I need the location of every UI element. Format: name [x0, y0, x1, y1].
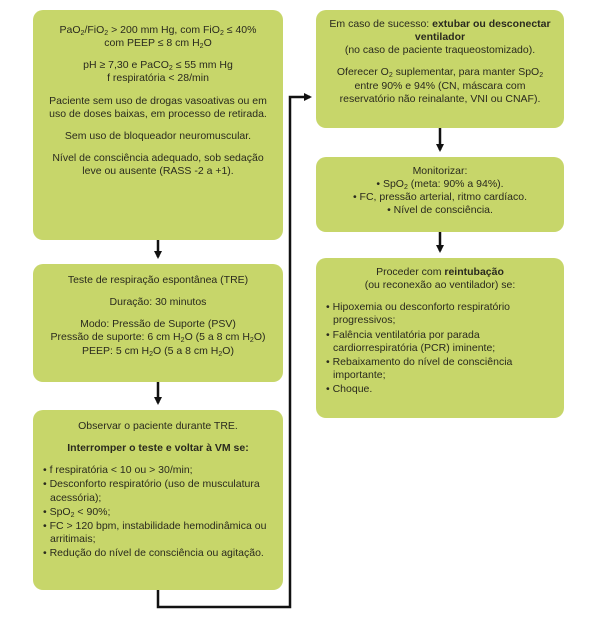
criteria-line: pH ≥ 7,30 e PaCO2 ≤ 55 mm Hg [83, 59, 233, 73]
subscript: 2 [403, 184, 408, 192]
interrupt-bold: Interromper o teste e voltar à VM se: [67, 442, 249, 455]
subscript: 2 [168, 65, 173, 73]
list-item: • Rebaixamento do nível de consciência i… [326, 355, 513, 381]
monitor-box: Monitorizar: • SpO2 (meta: 90% a 94%). •… [316, 157, 564, 232]
criteria-line: f respiratória < 28/min [107, 72, 209, 85]
list-item: • SpO2 (meta: 90% a 94%). [376, 178, 504, 192]
reintubation-heading: Proceder com reintubação (ou reconexão a… [326, 266, 554, 292]
subscript: 2 [180, 337, 185, 345]
vasoactive-text: Paciente sem uso de drogas vasoativas ou… [49, 94, 267, 120]
list-item: • Hipoxemia ou desconforto respiratório … [326, 301, 511, 327]
extubate-action: extubar ou desconectar ventilador [414, 18, 551, 44]
success-note: (no caso de paciente traqueostomizado). [344, 44, 536, 57]
interrupt-list: • f respiratória < 10 ou > 30/min; • Des… [43, 464, 273, 560]
reintubation-list: • Hipoxemia ou desconforto respiratório … [326, 301, 554, 396]
tre-peep: PEEP: 5 cm H2O (5 a 8 cm H2O) [82, 344, 234, 358]
success-box: Em caso de sucesso: extubar ou desconect… [316, 10, 564, 128]
subscript: 2 [70, 511, 75, 519]
monitor-title: Monitorizar: [412, 165, 468, 177]
gas-criteria-block: PaO2/FiO2 > 200 mm Hg, com FiO2 ≤ 40% co… [43, 24, 273, 50]
subscript: 2 [149, 350, 154, 358]
tre-settings: Modo: Pressão de Suporte (PSV) Pressão d… [43, 318, 273, 357]
tre-duration: Duração: 30 minutos [109, 296, 207, 309]
success-prefix: Em caso de sucesso: [329, 18, 433, 30]
list-item: • Redução do nível de consciência ou agi… [43, 547, 264, 559]
subscript: 2 [388, 72, 393, 80]
subscript: 2 [249, 337, 254, 345]
subscript: 2 [104, 30, 109, 37]
reintubation-action: reintubação [444, 266, 504, 278]
list-item: • Choque. [326, 383, 373, 395]
list-item: • Nível de consciência. [387, 204, 493, 217]
list-item: • Desconforto respiratório (uso de muscu… [43, 478, 260, 504]
interrupt-heading: Interromper o teste e voltar à VM se: [43, 442, 273, 455]
success-text: Em caso de sucesso: extubar ou desconect… [326, 18, 554, 57]
tre-support-pressure: Pressão de suporte: 6 cm H2O (5 a 8 cm H… [50, 331, 266, 345]
list-item: • f respiratória < 10 ou > 30/min; [43, 464, 193, 477]
subscript: 2 [80, 30, 85, 37]
subscript: 2 [218, 350, 223, 358]
reintubation-prefix: Proceder com [376, 266, 445, 278]
tre-title: Teste de respiração espontânea (TRE) [67, 274, 249, 286]
criteria-line: PaO2/FiO2 > 200 mm Hg, com FiO2 ≤ 40% [59, 24, 257, 37]
oxygen-text: Oferecer O2 suplementar, para manter SpO… [336, 66, 544, 105]
reintubation-box: Proceder com reintubação (ou reconexão a… [316, 258, 564, 418]
subscript: 2 [539, 72, 544, 80]
tre-box: Teste de respiração espontânea (TRE) Dur… [33, 264, 283, 382]
observe-text: Observar o paciente durante TRE. [78, 420, 238, 432]
connector-arrow [156, 93, 312, 609]
blocker-text: Sem uso de bloqueador neuromuscular. [64, 129, 252, 142]
list-item: • FC, pressão arterial, ritmo cardíaco. [352, 191, 528, 204]
subscript: 2 [199, 43, 204, 51]
list-item: • SpO2 < 90%; [43, 505, 111, 519]
list-item: • FC > 120 bpm, instabilidade hemodinâmi… [43, 519, 267, 545]
tre-mode: Modo: Pressão de Suporte (PSV) [80, 318, 236, 331]
list-item: • Falência ventilatória por parada cardi… [326, 328, 496, 354]
criteria-box: PaO2/FiO2 > 200 mm Hg, com FiO2 ≤ 40% co… [33, 10, 283, 240]
reintubation-note: (ou reconexão ao ventilador) se: [364, 279, 516, 292]
ph-criteria-block: pH ≥ 7,30 e PaCO2 ≤ 55 mm Hg f respirató… [43, 59, 273, 85]
consciousness-text: Nível de consciência adequado, sob sedaç… [52, 151, 264, 177]
criteria-line: com PEEP ≤ 8 cm H2O [104, 37, 212, 51]
subscript: 2 [219, 30, 224, 37]
observe-box: Observar o paciente durante TRE. Interro… [33, 410, 283, 590]
